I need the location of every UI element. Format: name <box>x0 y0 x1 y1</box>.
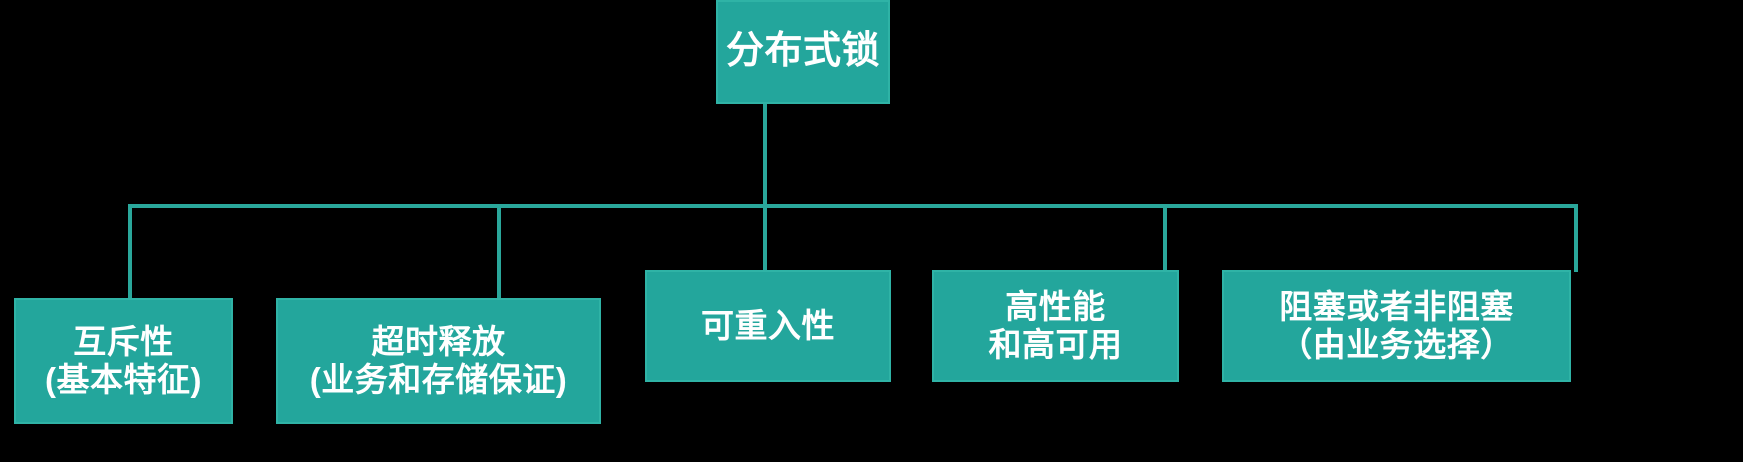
connector-drop-child-4 <box>1163 204 1167 272</box>
node-child-3-line-1: 可重入性 <box>701 307 835 345</box>
node-child-1-line-1: 互斥性 <box>73 323 174 361</box>
node-child-timeout-release[interactable]: 超时释放 (业务和存储保证) <box>276 298 601 424</box>
connector-drop-child-5 <box>1574 204 1578 272</box>
connector-horizontal-bus <box>128 204 1578 208</box>
node-child-mutual-exclusion[interactable]: 互斥性 (基本特征) <box>14 298 233 424</box>
node-child-5-line-2: （由业务选择） <box>1279 326 1514 363</box>
node-child-4-line-2: 和高可用 <box>988 326 1123 363</box>
connector-drop-child-3 <box>763 204 767 272</box>
node-child-2-line-2: (业务和存储保证) <box>309 361 568 398</box>
node-child-performance-availability[interactable]: 高性能 和高可用 <box>932 270 1179 382</box>
node-child-5-line-1: 阻塞或者非阻塞 <box>1279 288 1514 326</box>
node-child-1-line-2: (基本特征) <box>45 361 202 398</box>
node-root-distributed-lock[interactable]: 分布式锁 <box>716 0 890 104</box>
node-child-4-line-1: 高性能 <box>1005 288 1106 326</box>
node-child-reentrancy[interactable]: 可重入性 <box>645 270 891 382</box>
connector-drop-child-1 <box>128 204 132 300</box>
node-child-2-line-1: 超时释放 <box>371 323 506 361</box>
connector-root-down <box>763 102 767 206</box>
node-root-label: 分布式锁 <box>725 30 880 73</box>
connector-drop-child-2 <box>497 204 501 300</box>
node-child-blocking-nonblocking[interactable]: 阻塞或者非阻塞 （由业务选择） <box>1222 270 1571 382</box>
